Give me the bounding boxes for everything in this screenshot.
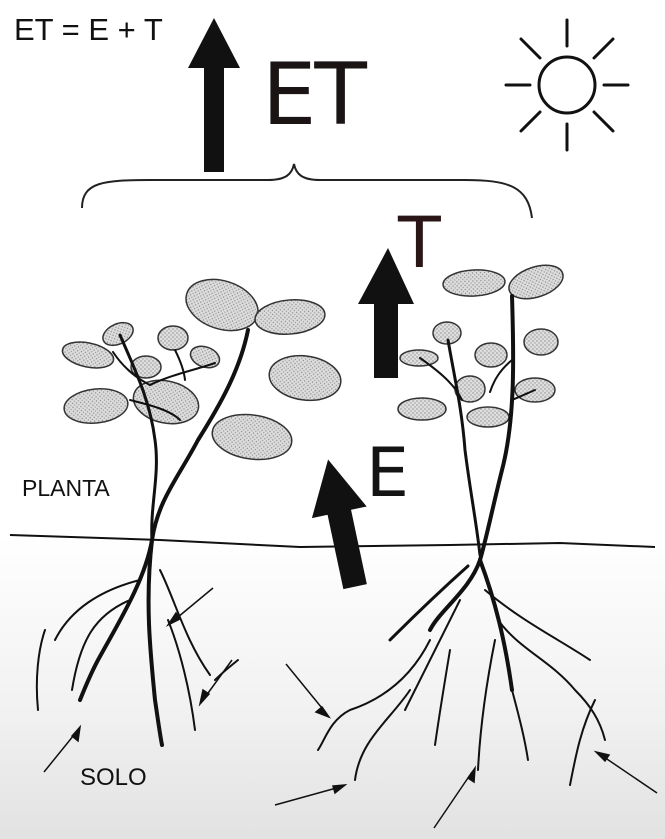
e-label: E bbox=[366, 440, 409, 508]
curly-brace bbox=[82, 164, 532, 218]
plant-label: PLANTA bbox=[22, 477, 110, 500]
et-label: ET bbox=[262, 52, 365, 138]
soil-label: SOLO bbox=[80, 766, 147, 790]
sun-icon bbox=[506, 20, 628, 150]
t-label: T bbox=[398, 208, 441, 278]
soil-area bbox=[0, 535, 665, 839]
et-arrow-icon bbox=[188, 18, 240, 172]
right-plant-leaves bbox=[398, 259, 567, 427]
equation-label: ET = E + T bbox=[14, 14, 163, 45]
